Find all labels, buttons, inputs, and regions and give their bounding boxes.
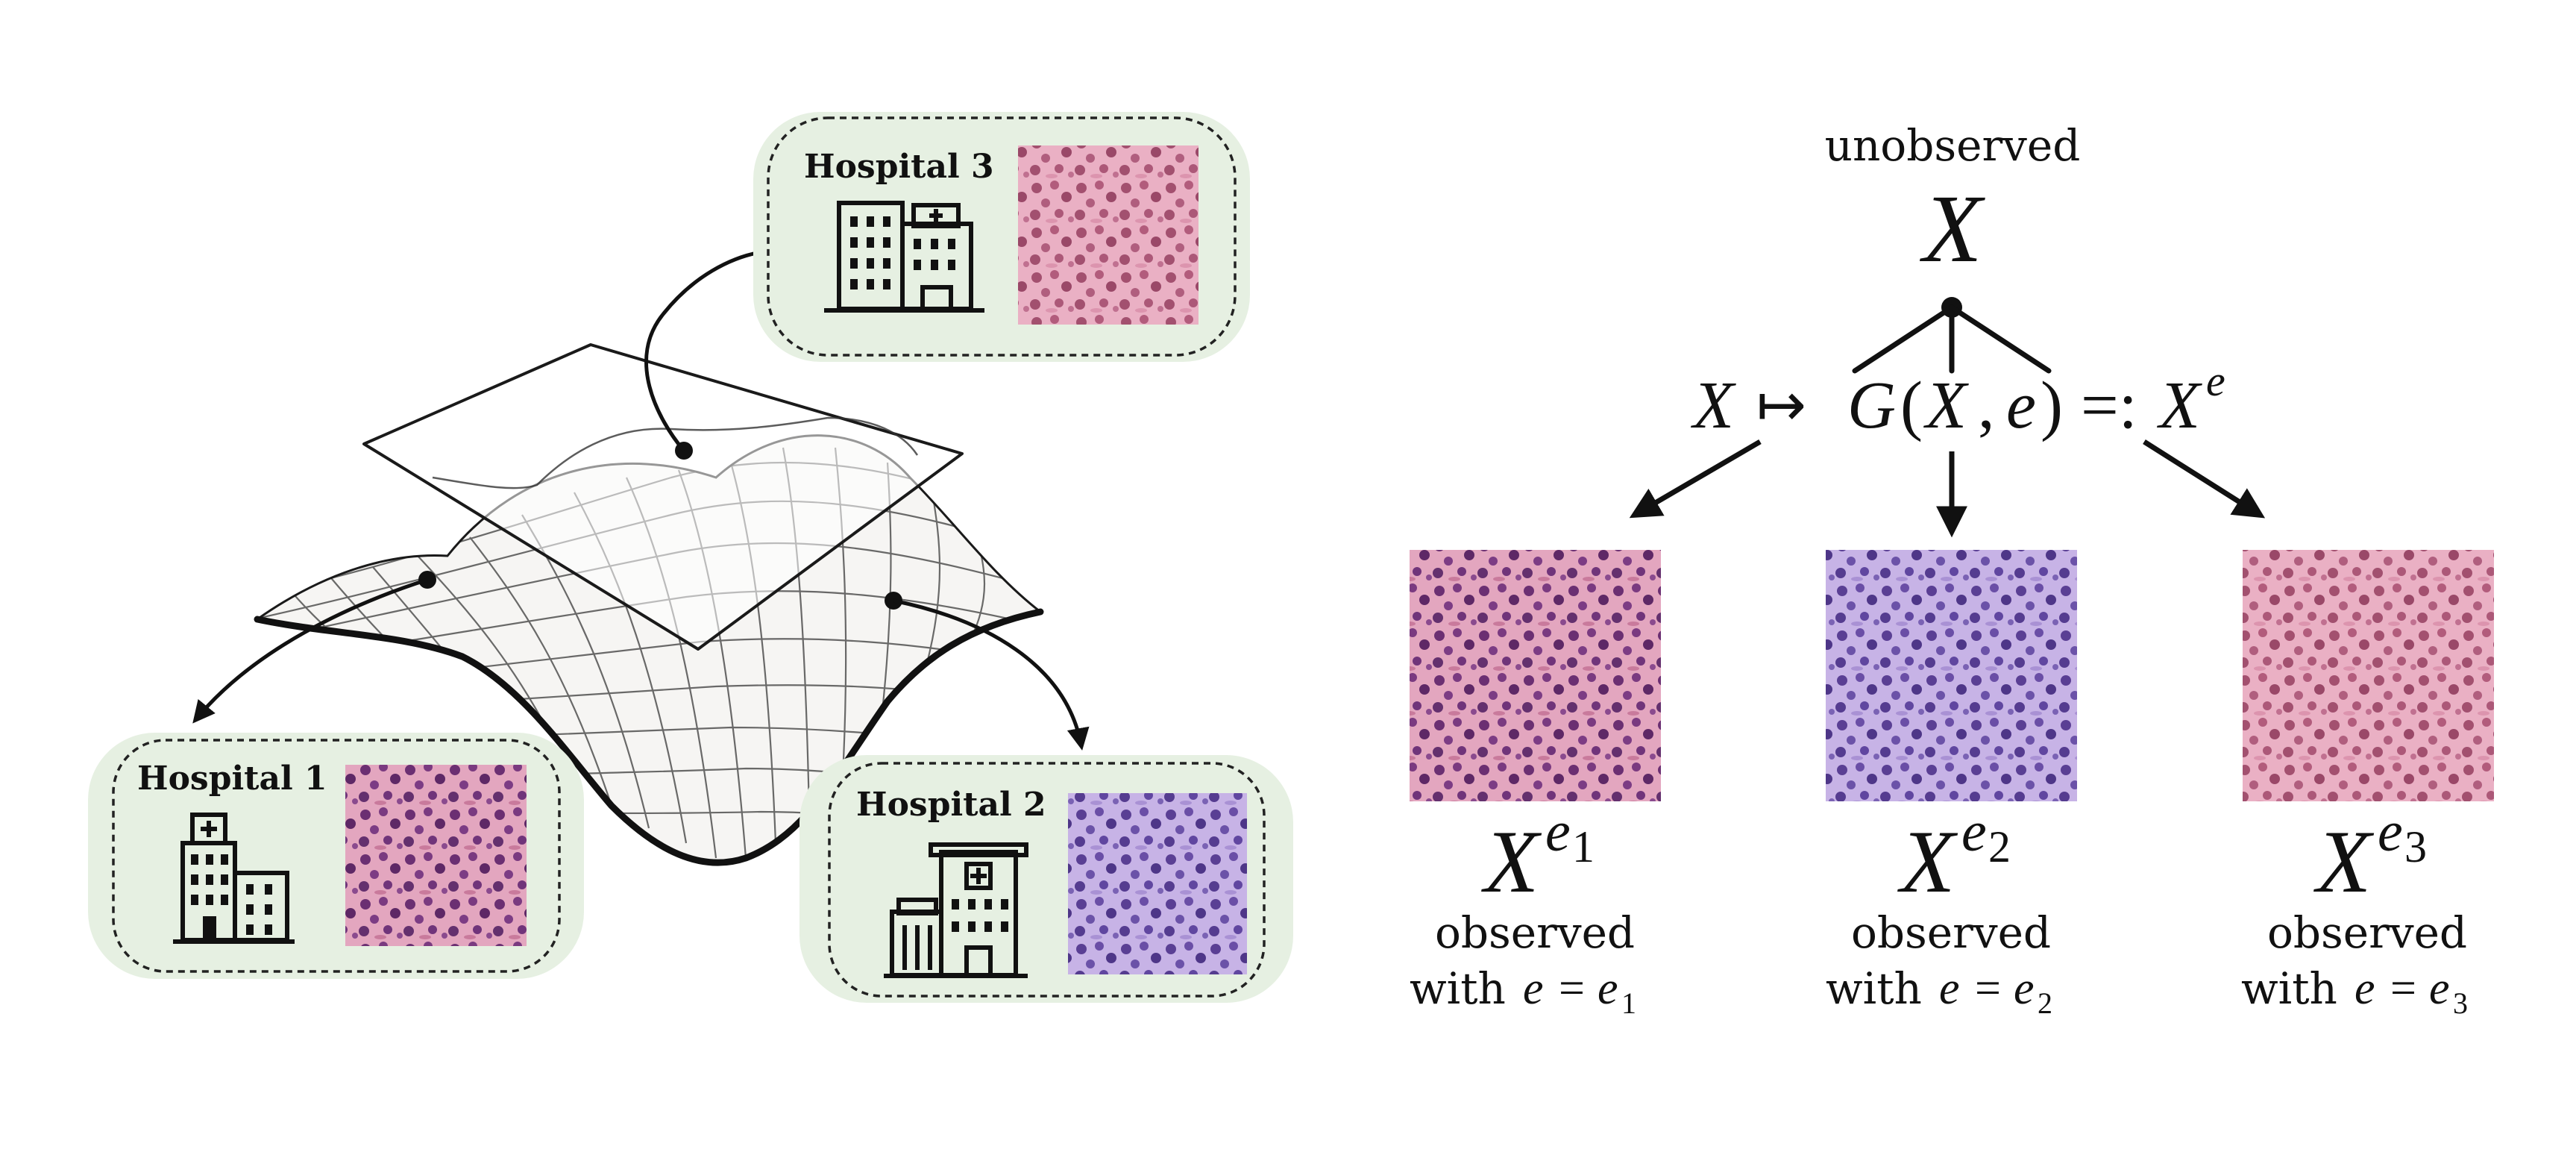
mapping-defeq: =: <box>2081 369 2137 442</box>
hospital-building-icon <box>824 201 984 313</box>
env-value: e <box>2429 963 2450 1014</box>
tissue-image-env-1 <box>1410 550 1661 801</box>
observed-variable-sub: 3 <box>2404 822 2427 871</box>
observed-variable-sup: e <box>1961 801 1987 863</box>
with-text: with <box>1410 963 1506 1014</box>
unobserved-label: unobserved <box>1825 120 2081 171</box>
mapping-g: G <box>1847 369 1896 442</box>
observed-variable: X <box>1897 812 1958 911</box>
output-label-env-2: X e 2 observed with e = e 2 <box>1826 801 2052 1020</box>
hospital-1-card: Hospital 1 <box>88 733 584 979</box>
env-value-sub: 2 <box>2038 986 2052 1020</box>
arrow-hospital-1 <box>192 577 428 724</box>
output-label-env-3: X e 3 observed with e = e 3 <box>2241 801 2468 1020</box>
env-var: e <box>1523 963 1544 1014</box>
arrow-hospital-2 <box>893 598 1090 751</box>
env-value-sub: 1 <box>1621 986 1636 1020</box>
output-arrows <box>1629 439 2266 538</box>
tissue-image-hospital-1 <box>345 765 527 946</box>
observed-variable-sup: e <box>2378 801 2403 863</box>
with-text: with <box>1826 963 1922 1014</box>
env-var: e <box>1939 963 1960 1014</box>
observed-text: observed <box>2267 907 2467 958</box>
tissue-image-env-2 <box>1826 550 2077 801</box>
tissue-image-hospital-3 <box>1018 145 1199 325</box>
observed-text: observed <box>1435 907 1635 958</box>
hospital-2-label: Hospital 2 <box>856 786 1046 824</box>
mapping-arrow: ↦ <box>1756 373 1806 439</box>
mapping-rhs-superscript: e <box>2206 357 2225 405</box>
tissue-image-env-3 <box>2243 550 2494 801</box>
observed-variable-sub: 1 <box>1572 822 1595 871</box>
surface-ridge <box>432 416 919 489</box>
equals: = <box>1559 963 1585 1014</box>
mapping-rhs: X <box>2157 369 2202 442</box>
hospital-3-card: Hospital 3 <box>753 112 1250 362</box>
observed-text: observed <box>1851 907 2051 958</box>
hospital-1-label: Hospital 1 <box>137 760 327 798</box>
curve-hospital-3 <box>644 250 761 452</box>
observed-variable: X <box>2313 812 2375 911</box>
equals: = <box>2390 963 2416 1014</box>
hospital-2-card: Hospital 2 <box>799 755 1293 1003</box>
tissue-image-hospital-2 <box>1068 793 1247 974</box>
observed-variable-sub: 2 <box>1988 822 2011 871</box>
hospital-building-icon <box>884 842 1028 978</box>
mapping-arg1: X <box>1923 369 1969 442</box>
env-var: e <box>2354 963 2375 1014</box>
env-value: e <box>2014 963 2035 1014</box>
branch-lines <box>1852 304 2052 374</box>
output-label-env-1: X e 1 observed with e = e 1 <box>1410 801 1636 1020</box>
latent-variable-x: X <box>1919 175 1985 283</box>
mapping-lparen: ( <box>1900 369 1923 442</box>
mapping-arg2: e <box>2006 369 2036 442</box>
mapping-rparen: ) <box>2041 369 2063 442</box>
env-value-sub: 3 <box>2453 986 2468 1020</box>
observed-variable-sup: e <box>1545 801 1571 863</box>
mapping-comma: , <box>1978 369 1995 442</box>
mapping-lhs: X <box>1691 369 1736 442</box>
observed-variable: X <box>1481 812 1542 911</box>
mapping-equation: X ↦ G ( X , e ) =: X e <box>1691 357 2225 442</box>
hospital-3-label: Hospital 3 <box>804 148 994 186</box>
with-text: with <box>2241 963 2337 1014</box>
equals: = <box>1975 963 2001 1014</box>
env-value: e <box>1598 963 1618 1014</box>
